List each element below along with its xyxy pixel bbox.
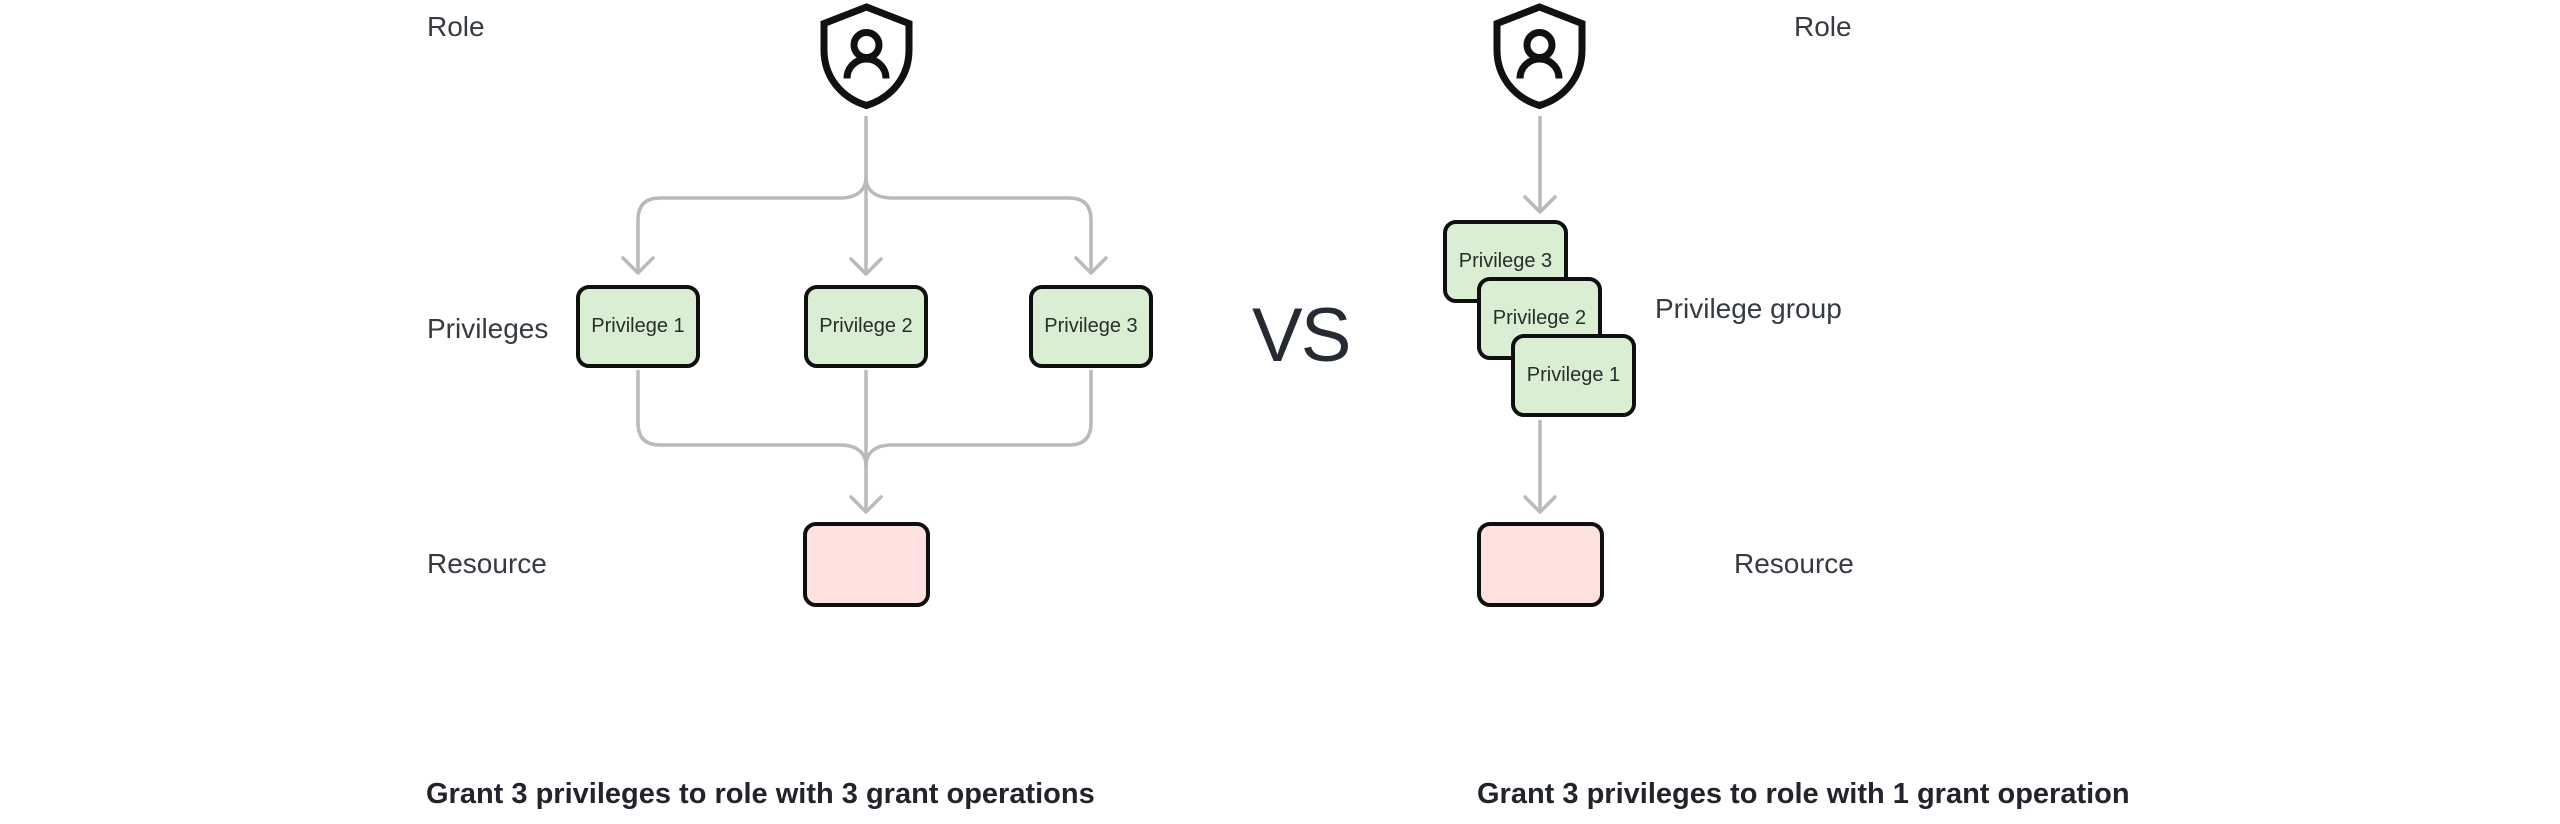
left-merge-branch-1 bbox=[636, 370, 868, 467]
resource-box-right bbox=[1477, 522, 1604, 607]
stacked-privilege-1-box: Privilege 1 bbox=[1511, 334, 1636, 417]
left-caption: Grant 3 privileges to role with 3 grant … bbox=[426, 778, 1095, 810]
arrowhead-to-privilege-1 bbox=[621, 256, 655, 275]
arrowhead-to-resource-right bbox=[1523, 495, 1557, 514]
right-caption: Grant 3 privileges to role with 1 grant … bbox=[1477, 778, 2130, 810]
right-resource-label: Resource bbox=[1734, 548, 1854, 579]
arrowhead-to-privilege-3 bbox=[1074, 256, 1108, 275]
left-fork-branch-3 bbox=[864, 176, 1093, 273]
left-merge-branch-3 bbox=[864, 370, 1093, 467]
privilege-1-box: Privilege 1 bbox=[576, 285, 700, 368]
arrowhead-to-resource-left bbox=[849, 495, 883, 514]
left-fork-branch-1 bbox=[636, 176, 868, 273]
vs-label: VS bbox=[1252, 293, 1351, 378]
left-resource-label: Resource bbox=[427, 548, 547, 579]
resource-box-left bbox=[803, 522, 930, 607]
right-role-label: Role bbox=[1794, 11, 1852, 42]
right-connectors bbox=[1523, 116, 1557, 514]
shield-user-icon bbox=[824, 7, 909, 106]
left-connectors bbox=[621, 116, 1108, 514]
left-role-label: Role bbox=[427, 11, 485, 42]
shield-user-icon bbox=[1497, 7, 1582, 106]
privilege-group-label: Privilege group bbox=[1655, 293, 1842, 324]
arrowhead-to-privilege-2 bbox=[849, 257, 883, 276]
privilege-3-box: Privilege 3 bbox=[1029, 285, 1153, 368]
privilege-2-box: Privilege 2 bbox=[804, 285, 928, 368]
arrowhead-to-privilege-group bbox=[1523, 195, 1557, 214]
left-privileges-label: Privileges bbox=[427, 313, 549, 344]
